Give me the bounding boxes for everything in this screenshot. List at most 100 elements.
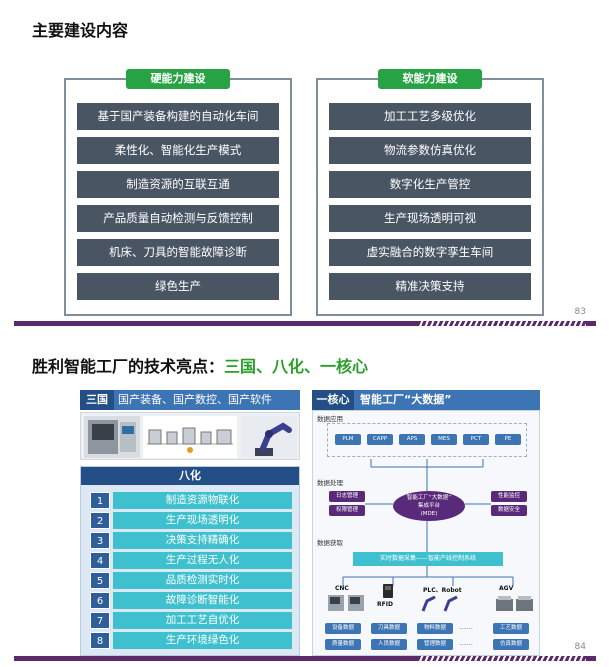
list-item: 数字化生产管控 (329, 171, 531, 198)
ellipsis: …… (459, 639, 473, 647)
bahua-number: 2 (90, 512, 110, 529)
app-pill: PCT (463, 434, 489, 445)
footer-stripes (418, 321, 586, 326)
panel-header: 软能力建设 (378, 69, 482, 89)
bahua-row: 4 生产过程无人化 (90, 552, 292, 569)
data-pill: 设备数据 (325, 623, 361, 634)
bahua-label: 生产现场透明化 (113, 512, 292, 529)
panel-header: 硬能力建设 (126, 69, 230, 89)
list-item: 机床、刀具的智能故障诊断 (77, 239, 279, 266)
bahua-row: 1 制造资源物联化 (90, 492, 292, 509)
data-pill: 刀具数据 (371, 623, 407, 634)
data-pill: 物料数据 (417, 623, 453, 634)
processing-pill: 性能监控 (491, 491, 527, 502)
bahua-number: 8 (90, 632, 110, 649)
device-label: RFID (377, 601, 393, 608)
data-pill: 人员数据 (371, 639, 407, 650)
bahua-label: 决策支持精确化 (113, 532, 292, 549)
bahua-row: 8 生产环境绿色化 (90, 632, 292, 649)
core-text: 智能工厂“大数据” (360, 393, 452, 406)
list-item: 加工工艺多级优化 (329, 103, 531, 130)
bahua-title: 八化 (81, 467, 299, 485)
list-item: 生产现场透明可视 (329, 205, 531, 232)
app-pill: CAPP (367, 434, 393, 445)
page-number: 84 (574, 642, 586, 652)
bahua-number: 7 (90, 612, 110, 629)
title-accent: 三国、八化、一核心 (224, 357, 369, 376)
bahua-number: 4 (90, 552, 110, 569)
hard-capability-panel: 硬能力建设 基于国产装备构建的自动化车间 柔性化、智能化生产模式 制造资源的互联… (64, 69, 292, 316)
mde-line: 集成平台 (417, 503, 440, 509)
bahua-row: 7 加工工艺自优化 (90, 612, 292, 629)
bahua-label: 生产环境绿色化 (113, 632, 292, 649)
list-item: 绿色生产 (77, 273, 279, 300)
soft-capability-panel: 软能力建设 加工工艺多级优化 物流参数仿真优化 数字化生产管控 生产现场透明可视… (316, 69, 544, 316)
processing-pill: 日志管理 (329, 491, 365, 502)
apps-section-frame (327, 423, 527, 457)
device-label: AGV (499, 585, 514, 592)
bahua-row: 2 生产现场透明化 (90, 512, 292, 529)
bahua-label: 品质检测实时化 (113, 572, 292, 589)
device-label: CNC (335, 585, 349, 592)
list-item: 基于国产装备构建的自动化车间 (77, 103, 279, 130)
title-main: 胜利智能工厂的技术亮点： (32, 357, 225, 376)
app-pill: APS (399, 434, 425, 445)
bahua-number: 5 (90, 572, 110, 589)
device-label: PLC、Robot (423, 587, 462, 594)
list-item: 制造资源的互联互通 (77, 171, 279, 198)
footer-stripes (418, 656, 586, 661)
footer-bar (14, 321, 596, 326)
core-bar: 一核心 智能工厂“大数据” (312, 390, 540, 410)
bahua-label: 故障诊断智能化 (113, 592, 292, 609)
data-pill: 工艺数据 (493, 623, 529, 634)
page-number: 83 (574, 307, 586, 317)
diagram-connectors (342, 459, 514, 586)
bahua-row: 3 决策支持精确化 (90, 532, 292, 549)
data-pill: 管理数据 (417, 639, 453, 650)
list-item: 产品质量自动检测与反馈控制 (77, 205, 279, 232)
list-item: 虚实融合的数字孪生车间 (329, 239, 531, 266)
mde-line: (MDE) (420, 511, 438, 517)
agv-icon (496, 596, 533, 611)
sanguo-text: 国产装备、国产数控、国产软件 (118, 393, 272, 406)
bahua-number: 6 (90, 592, 110, 609)
processing-pill: 数据安全 (491, 505, 527, 516)
big-data-architecture-diagram: 数据应用 PLM CAPP APS MES PCT PE 数据处理 日志管理 权… (312, 410, 540, 656)
cnc-machine-icon (328, 595, 364, 611)
slide-83: 主要建设内容 硬能力建设 基于国产装备构建的自动化车间 柔性化、智能化生产模式 … (14, 2, 596, 328)
bahua-label: 制造资源物联化 (113, 492, 292, 509)
robot-arm-photo (241, 416, 297, 458)
production-line-diagram (143, 416, 237, 458)
list-item: 物流参数仿真优化 (329, 137, 531, 164)
footer-bar (14, 656, 596, 661)
bahua-row: 5 品质检测实时化 (90, 572, 292, 589)
data-pill: 质量数据 (325, 639, 361, 650)
mde-platform: 智能工厂“大数据” 集成平台 (MDE) (393, 491, 465, 521)
section-label-apps: 数据应用 (317, 415, 343, 423)
list-item: 精准决策支持 (329, 273, 531, 300)
data-pill: 仿真数据 (493, 639, 529, 650)
rfid-reader-icon (383, 584, 393, 598)
core-tag: 一核心 (312, 390, 354, 410)
bahua-number: 3 (90, 532, 110, 549)
bahua-box: 八化 1 制造资源物联化 2 生产现场透明化 3 决策支持精确化 4 生产过程无… (80, 466, 300, 656)
app-pill: PLM (335, 434, 361, 445)
cnc-machine-photo (84, 416, 140, 458)
list-item: 柔性化、智能化生产模式 (77, 137, 279, 164)
mde-line: 智能工厂“大数据” (406, 495, 452, 501)
app-pill: PE (495, 434, 521, 445)
acquisition-bar: 实时数据采集——智能产线控制系统 (353, 552, 503, 566)
bahua-label: 生产过程无人化 (113, 552, 292, 569)
section-label-processing: 数据处理 (317, 479, 343, 487)
section-label-acquisition: 数据获取 (317, 539, 343, 547)
slide-title: 胜利智能工厂的技术亮点：三国、八化、一核心 (32, 353, 368, 377)
sanguo-bar: 三国 国产装备、国产数控、国产软件 (80, 390, 300, 410)
robot-icon (421, 595, 458, 612)
bahua-number: 1 (90, 492, 110, 509)
slide-title: 主要建设内容 (32, 21, 129, 40)
bahua-label: 加工工艺自优化 (113, 612, 292, 629)
sanguo-tag: 三国 (80, 390, 114, 410)
app-pill: MES (431, 434, 457, 445)
processing-pill: 权限管理 (329, 505, 365, 516)
equipment-photo-strip (80, 412, 300, 460)
